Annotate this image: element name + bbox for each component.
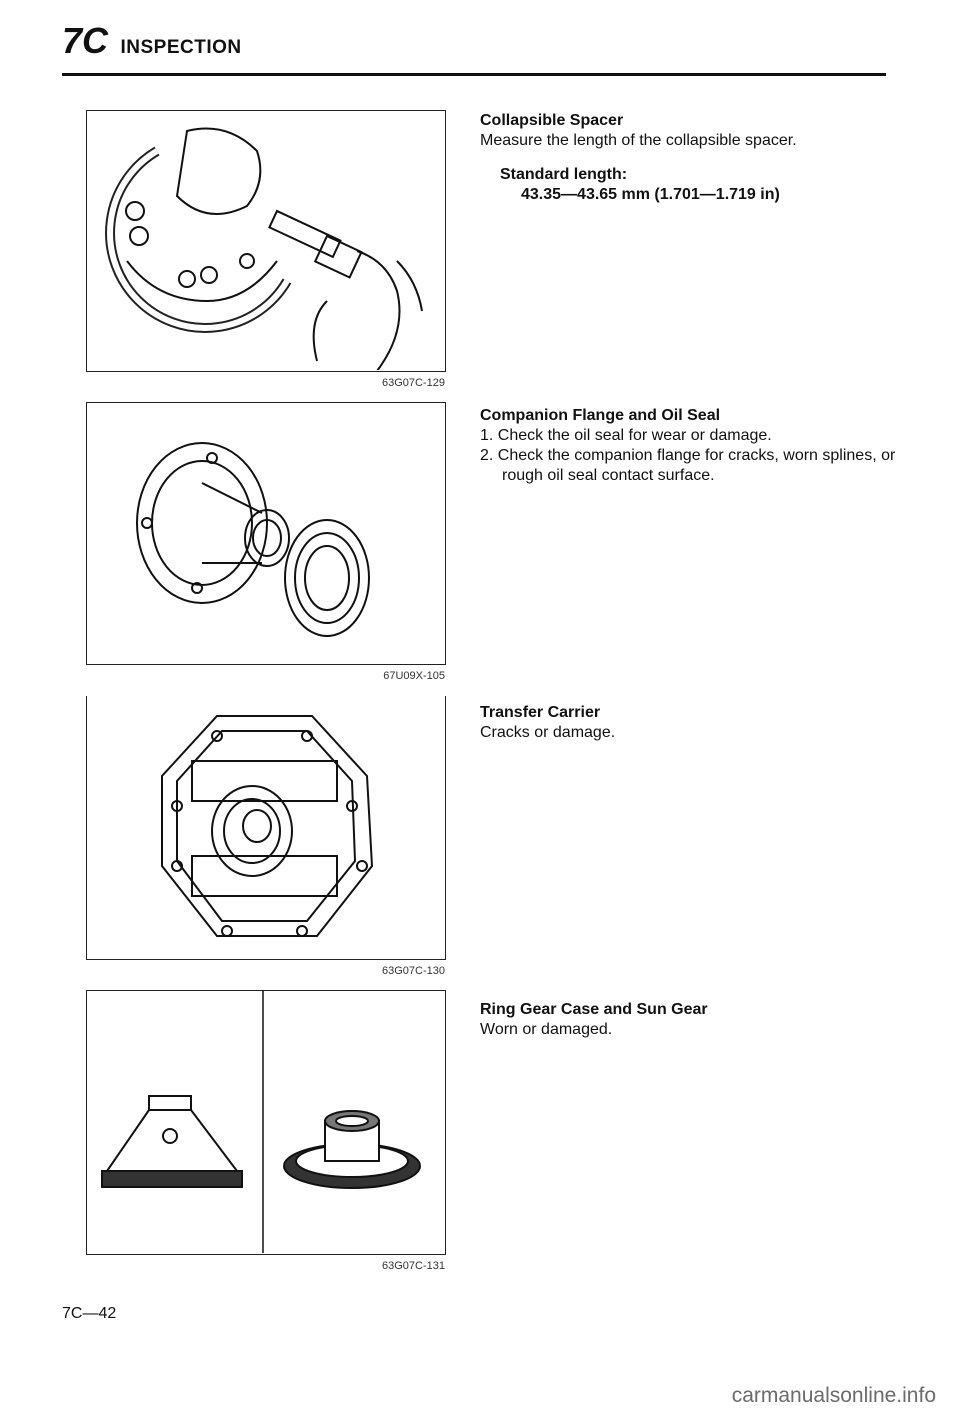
figure-code: 63G07C-130 bbox=[382, 965, 445, 977]
section-body: Measure the length of the collapsible sp… bbox=[480, 132, 797, 149]
section-body: Cracks or damage. bbox=[480, 724, 616, 741]
section-companion-flange: Companion Flange and Oil Seal 1. Check t… bbox=[480, 406, 900, 486]
section-collapsible-spacer: Collapsible Spacer Measure the length of… bbox=[480, 111, 900, 205]
step-item: 2. Check the companion flange for cracks… bbox=[480, 447, 896, 484]
section-ring-gear: Ring Gear Case and Sun Gear Worn or dama… bbox=[480, 1000, 900, 1040]
step-item: 1. Check the oil seal for wear or damage… bbox=[480, 427, 772, 444]
transfer-carrier-illustration bbox=[161, 715, 374, 937]
section-number: 7C bbox=[62, 20, 109, 61]
companion-flange-illustration bbox=[136, 442, 370, 637]
figure-companion-flange: 67U09X-105 bbox=[86, 402, 446, 682]
spec-label: Standard length: bbox=[500, 166, 628, 183]
section-heading: Collapsible Spacer bbox=[480, 112, 624, 129]
figure-code: 67U09X-105 bbox=[383, 670, 445, 682]
micrometer-illustration bbox=[105, 127, 423, 370]
header-rule bbox=[62, 73, 886, 76]
page-number: 7C—42 bbox=[62, 1305, 117, 1322]
section-heading: Ring Gear Case and Sun Gear bbox=[480, 1001, 708, 1018]
spec-value: 43.35—43.65 mm (1.701—1.719 in) bbox=[521, 186, 780, 203]
section-heading: Companion Flange and Oil Seal bbox=[480, 407, 721, 424]
watermark: carmanualsonline.info bbox=[731, 1384, 936, 1407]
section-transfer-carrier: Transfer Carrier Cracks or damage. bbox=[480, 703, 900, 743]
section-heading: Transfer Carrier bbox=[480, 704, 601, 721]
figure-code: 63G07C-129 bbox=[382, 377, 445, 389]
figure-code: 63G07C-131 bbox=[382, 1260, 445, 1272]
figure-transfer-carrier: 63G07C-130 bbox=[86, 696, 446, 977]
section-body: Worn or damaged. bbox=[480, 1021, 613, 1038]
page-header: 7C INSPECTION bbox=[62, 20, 242, 62]
figure-collapsible-spacer: 63G07C-129 bbox=[86, 110, 446, 389]
figure-ring-gear: 63G07C-131 bbox=[86, 990, 446, 1272]
section-title: INSPECTION bbox=[120, 37, 242, 58]
ring-gear-illustration bbox=[101, 991, 421, 1253]
